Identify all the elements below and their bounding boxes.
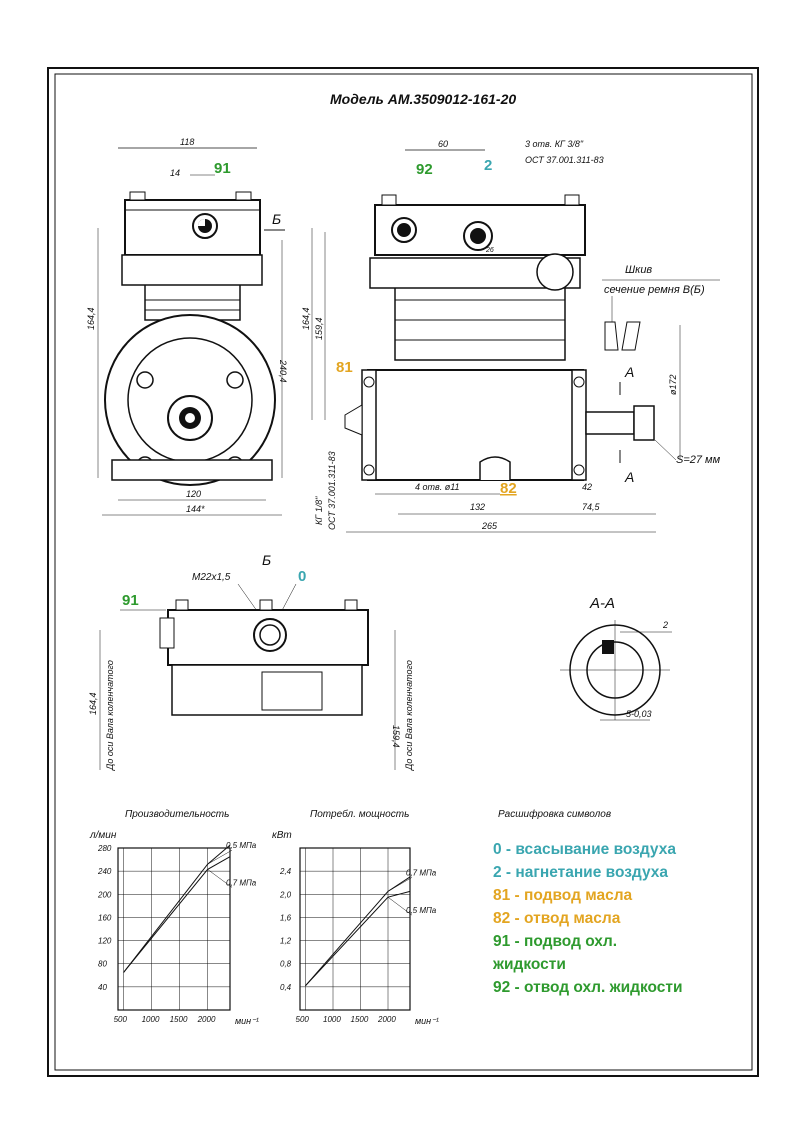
dim-pulley-dia: ø172	[668, 374, 678, 395]
dim-side-159: 159,4	[314, 317, 324, 340]
front-view: 118 14 91 Б 164,4 240,4 120	[86, 137, 288, 516]
port-label-91-front: 91	[214, 160, 231, 177]
dim-265: 265	[481, 521, 498, 531]
chart-xlabel: мин⁻¹	[415, 1016, 439, 1026]
chart-ylabel: кВт	[272, 830, 292, 841]
series-leader	[207, 849, 233, 865]
legend-title: Расшифровка символов	[498, 808, 611, 820]
dim-holes: 4 отв. ø11	[415, 482, 460, 492]
y-tick-label: 200	[97, 890, 112, 899]
x-tick-label: 1500	[351, 1015, 369, 1024]
section-letter-b: Б	[272, 211, 281, 227]
section-a-a: А-А 2 5-0,03	[560, 595, 672, 721]
thread-note-line2: ОСТ 37.001.311-83	[525, 155, 604, 165]
side-view: 60 3 отв. КГ 3/8" ОСТ 37.001.311-83 92 2…	[301, 139, 721, 533]
series-label: 0,7 МПа	[406, 868, 437, 877]
y-tick-label: 0,4	[280, 983, 292, 992]
y-tick-label: 80	[98, 960, 107, 969]
legend: 0 - всасывание воздуха 2 - нагнетание воз…	[492, 841, 683, 996]
y-tick-label: 280	[97, 844, 112, 853]
outer-frame	[47, 67, 759, 1077]
y-tick-label: 160	[98, 913, 112, 922]
dim-top-159: 159,4	[391, 725, 401, 748]
section-mark-a-top: А	[624, 364, 634, 380]
x-tick-label: 1500	[170, 1015, 188, 1024]
thread-note-line1: 3 отв. КГ 3/8"	[525, 139, 584, 149]
chart-frame	[299, 847, 411, 1011]
side-note-kg: КГ 1/8"	[314, 496, 324, 525]
drawing-title: Модель АМ.3509012-161-20	[330, 91, 516, 107]
x-tick-label: 1000	[142, 1015, 160, 1024]
side-note-ost: ОСТ 37.001.311-83	[327, 451, 337, 530]
series-line	[305, 890, 411, 987]
chart-ylabel: л/мин	[89, 830, 117, 841]
shaft-axis-note-right: До оси Вала коленчатого	[404, 660, 414, 771]
series-label: 0,5 МПа	[226, 841, 257, 850]
dim-side-164: 164,4	[301, 307, 311, 330]
legend-item: 81 - подвод масла	[493, 887, 633, 904]
pulley-label: Шкив	[625, 264, 652, 276]
chart-capacity: Производительность л/мин мин⁻¹ 500 1000 1500 2…	[89, 809, 259, 1026]
dim-base-width: 120	[186, 489, 201, 499]
port-label-82: 82	[500, 480, 517, 497]
legend-item: 82 - отвод масла	[493, 910, 621, 927]
legend-item: 91 - подвод охл.	[493, 933, 617, 950]
series-label: 0,7 МПа	[226, 878, 257, 887]
y-tick-label: 240	[97, 867, 112, 876]
dim-width-top: 118	[180, 137, 194, 147]
dim-height-240: 240,4	[278, 359, 288, 383]
section-mark-a-bottom: А	[624, 469, 634, 485]
legend-item: 92 - отвод охл. жидкости	[493, 979, 683, 996]
legend-item: 0 - всасывание воздуха	[493, 841, 676, 858]
port-label-91-top: 91	[122, 592, 139, 609]
dim-base-total: 144*	[186, 504, 205, 514]
chart-xlabel: мин⁻¹	[235, 1016, 259, 1026]
view-b-letter: Б	[262, 552, 271, 568]
chart-power: Потребл. мощность кВт мин⁻¹ 500 1000 1500 2000…	[272, 808, 439, 1026]
top-view: Б М22х1,5 0 91 164,4 До оси Вала коленча…	[88, 552, 414, 771]
chart-title: Потребл. мощность	[310, 808, 409, 820]
series-leader	[387, 896, 413, 916]
y-tick-label: 40	[98, 983, 107, 992]
y-tick-label: 1,2	[280, 937, 292, 946]
series-label: 0,5 МПа	[406, 906, 437, 915]
series-leader	[207, 869, 233, 888]
section-title: А-А	[589, 595, 615, 612]
legend-item: 2 - нагнетание воздуха	[493, 864, 668, 881]
x-tick-label: 1000	[323, 1015, 341, 1024]
y-tick-label: 2,0	[279, 890, 292, 899]
y-tick-label: 0,8	[280, 960, 292, 969]
port-label-2: 2	[484, 157, 492, 174]
shaft-axis-note-left: До оси Вала коленчатого	[105, 660, 115, 771]
x-tick-label: 500	[114, 1015, 128, 1024]
chart-frame	[117, 847, 231, 1011]
dim-74: 74,5	[582, 502, 601, 512]
dim-132: 132	[470, 502, 485, 512]
dim-key-5: 5-0,03	[626, 709, 652, 719]
port-label-81: 81	[336, 359, 353, 376]
y-tick-label: 1,6	[280, 913, 292, 922]
wrench-size: S=27 мм	[676, 454, 721, 466]
thread-m22: М22х1,5	[192, 572, 231, 583]
dim-height-164: 164,4	[86, 307, 96, 330]
chart-title: Производительность	[125, 809, 229, 820]
dim-60: 60	[438, 139, 448, 149]
inner-frame	[54, 73, 753, 1071]
y-tick-label: 2,4	[279, 867, 292, 876]
x-tick-label: 2000	[197, 1015, 216, 1024]
series-leader	[387, 877, 413, 892]
legend-item: жидкости	[492, 956, 566, 973]
dim-42: 42	[582, 482, 592, 492]
port-label-0: 0	[298, 568, 306, 585]
dim-26: 26	[485, 247, 494, 254]
x-tick-label: 2000	[377, 1015, 396, 1024]
x-tick-label: 500	[296, 1015, 310, 1024]
port-label-92: 92	[416, 161, 433, 178]
belt-section-label: сечение ремня В(Б)	[604, 284, 705, 296]
dim-top-164: 164,4	[88, 692, 98, 715]
y-tick-label: 120	[98, 937, 112, 946]
dim-offset: 14	[170, 168, 180, 178]
dim-key-2: 2	[662, 620, 668, 630]
